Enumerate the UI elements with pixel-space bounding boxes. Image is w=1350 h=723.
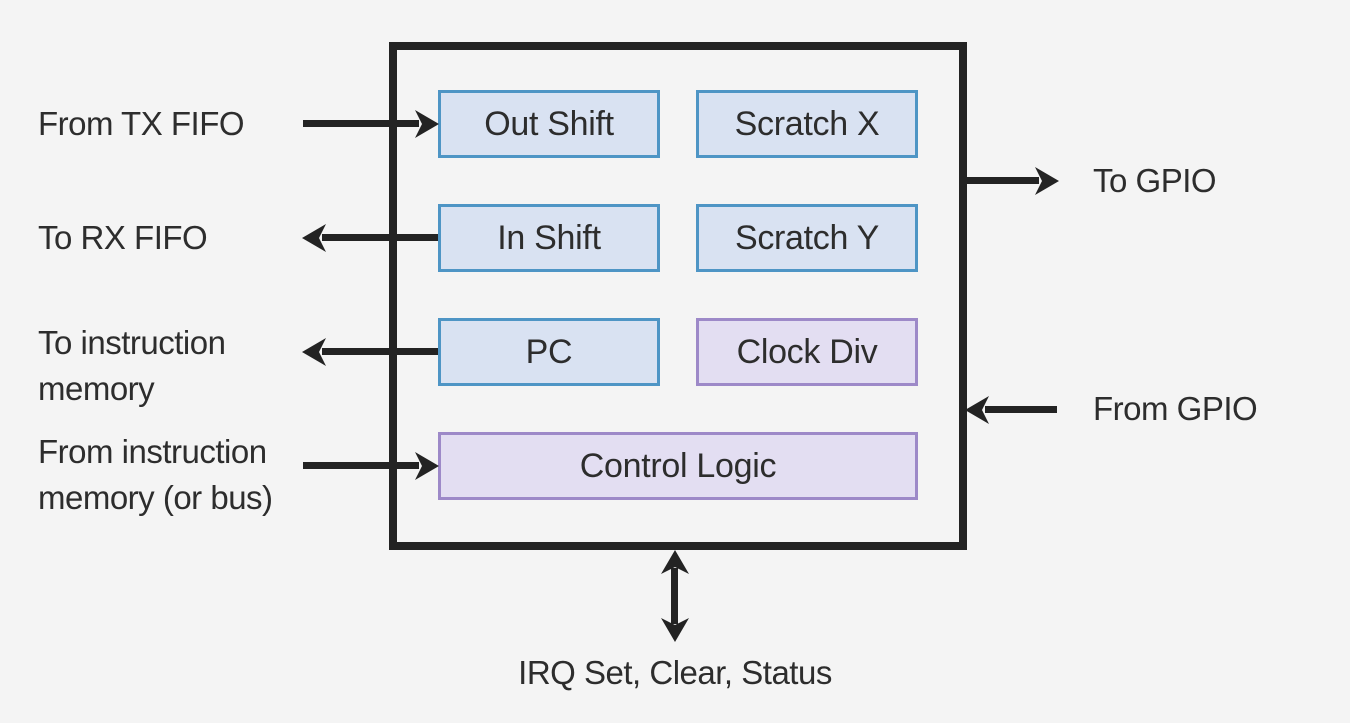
arrow-shaft — [303, 462, 419, 469]
arrow-irq-bidirectional — [661, 550, 689, 642]
label-to-instruction-memory-line2: memory — [38, 370, 155, 407]
arrow-shaft — [303, 120, 419, 127]
arrow-shaft — [985, 406, 1057, 413]
arrowhead-left-icon — [965, 396, 989, 424]
arrow-to-rx-fifo — [302, 224, 438, 252]
arrowhead-up-icon — [661, 550, 689, 574]
block-scratch-x-label: Scratch X — [734, 104, 880, 143]
arrow-from-gpio — [965, 396, 1057, 424]
block-pc-label: PC — [525, 332, 573, 371]
block-clock-div: Clock Div — [696, 318, 918, 386]
block-control-logic-label: Control Logic — [579, 446, 777, 485]
label-from-gpio: From GPIO — [1093, 390, 1258, 427]
arrow-shaft — [322, 348, 438, 355]
label-from-tx-fifo: From TX FIFO — [38, 105, 245, 142]
arrow-from-instruction-memory — [303, 452, 439, 480]
block-control-logic: Control Logic — [438, 432, 918, 500]
block-out-shift-label: Out Shift — [484, 104, 614, 143]
label-from-instruction-memory: From instruction memory (or bus) — [38, 429, 273, 521]
label-to-rx-fifo: To RX FIFO — [38, 219, 208, 256]
block-in-shift: In Shift — [438, 204, 660, 272]
state-machine-outline-box — [389, 42, 967, 550]
block-clock-div-label: Clock Div — [736, 332, 878, 371]
arrowhead-right-icon — [1035, 167, 1059, 195]
label-to-gpio: To GPIO — [1093, 162, 1217, 199]
arrow-shaft — [671, 568, 678, 624]
arrowhead-right-icon — [415, 452, 439, 480]
arrowhead-left-icon — [302, 338, 326, 366]
arrow-to-instruction-memory — [302, 338, 438, 366]
label-to-instruction-memory: To instruction memory — [38, 320, 226, 412]
arrow-shaft — [963, 177, 1039, 184]
arrow-from-tx-fifo — [303, 110, 439, 138]
arrow-shaft — [322, 234, 438, 241]
label-irq-set-clear-status: IRQ Set, Clear, Status — [518, 654, 832, 691]
block-in-shift-label: In Shift — [497, 218, 601, 257]
label-to-instruction-memory-line1: To instruction — [38, 324, 226, 361]
label-from-instruction-memory-line2: memory (or bus) — [38, 479, 273, 516]
block-scratch-y-label: Scratch Y — [734, 218, 880, 257]
block-scratch-y: Scratch Y — [696, 204, 918, 272]
block-scratch-x: Scratch X — [696, 90, 918, 158]
block-out-shift: Out Shift — [438, 90, 660, 158]
arrowhead-left-icon — [302, 224, 326, 252]
arrowhead-right-icon — [415, 110, 439, 138]
label-from-instruction-memory-line1: From instruction — [38, 433, 267, 470]
arrowhead-down-icon — [661, 618, 689, 642]
block-pc: PC — [438, 318, 660, 386]
arrow-to-gpio — [963, 167, 1059, 195]
